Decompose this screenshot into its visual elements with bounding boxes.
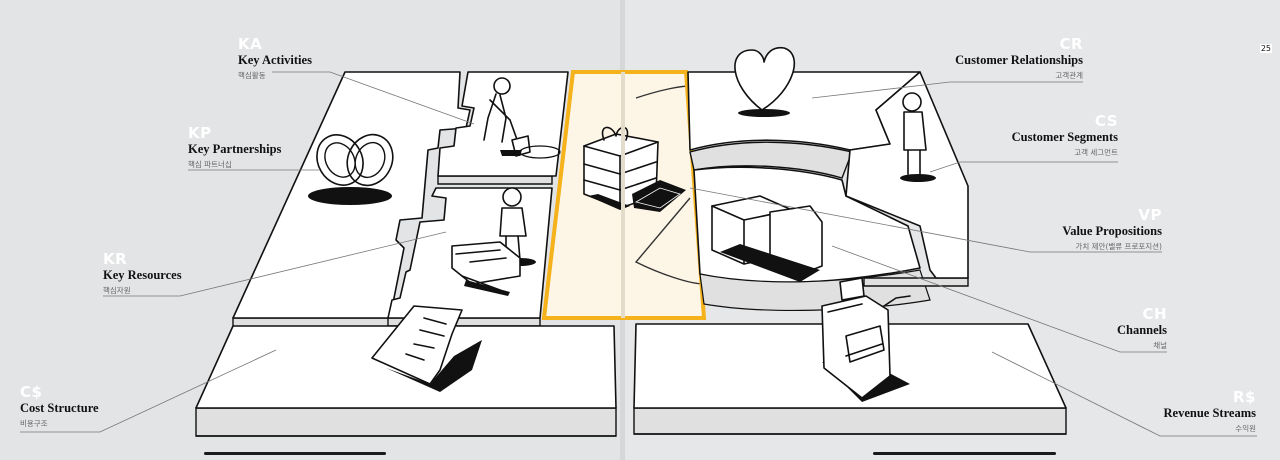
cost-structure-label: C$ Cost Structure 비용구조 xyxy=(20,384,99,429)
channels-code: CH xyxy=(1142,305,1167,323)
cost-structure-title: Cost Structure xyxy=(20,401,99,415)
value-propositions-title: Value Propositions xyxy=(1062,224,1162,238)
customer-segments-korean: 고객 세그먼트 xyxy=(1074,148,1118,157)
key-partnerships-label: KP Key Partnerships 핵심 파트너십 xyxy=(188,125,281,170)
key-activities-korean: 핵심활동 xyxy=(238,71,266,80)
key-partnerships-block xyxy=(232,71,471,329)
customer-relationships-label: CR Customer Relationships 고객관계 xyxy=(955,36,1083,81)
revenue-streams-korean: 수익원 xyxy=(1235,424,1256,433)
cost-structure-code: C$ xyxy=(20,383,43,401)
customer-relationships-korean: 고객관계 xyxy=(1055,71,1083,80)
key-partnerships-title: Key Partnerships xyxy=(188,142,282,156)
customer-segments-label: CS Customer Segments 고객 세그먼트 xyxy=(1012,113,1118,158)
key-activities-title: Key Activities xyxy=(238,53,312,67)
key-resources-title: Key Resources xyxy=(103,268,182,282)
value-propositions-korean: 가치 제안(밸류 프로포지션) xyxy=(1075,242,1162,251)
left-scrollbar[interactable] xyxy=(204,452,386,455)
key-partnerships-code: KP xyxy=(188,124,212,142)
value-propositions-code: VP xyxy=(1138,206,1162,224)
customer-segments-title: Customer Segments xyxy=(1011,130,1118,144)
key-resources-label: KR Key Resources 핵심자원 xyxy=(103,251,182,296)
customer-relationships-code: CR xyxy=(1059,35,1083,53)
revenue-streams-block xyxy=(633,277,1067,435)
page-number: 25 xyxy=(1259,44,1272,53)
cost-structure-korean: 비용구조 xyxy=(20,419,48,428)
channels-label: CH Channels 채널 xyxy=(1117,306,1167,351)
cost-structure-block xyxy=(195,305,617,437)
revenue-streams-label: R$ Revenue Streams 수익원 xyxy=(1164,389,1256,434)
channels-korean: 채널 xyxy=(1153,341,1167,350)
value-propositions-label: VP Value Propositions 가치 제안(밸류 프로포지션) xyxy=(1062,207,1162,252)
key-partnerships-korean: 핵심 파트너십 xyxy=(188,160,232,169)
customer-segments-code: CS xyxy=(1094,112,1118,130)
key-activities-label: KA Key Activities 핵심활동 xyxy=(238,36,312,81)
revenue-streams-title: Revenue Streams xyxy=(1163,406,1256,420)
customer-relationships-title: Customer Relationships xyxy=(955,53,1083,67)
revenue-streams-code: R$ xyxy=(1233,388,1256,406)
right-scrollbar[interactable] xyxy=(873,452,1056,455)
value-propositions-block xyxy=(541,70,707,320)
channels-title: Channels xyxy=(1116,323,1167,337)
key-activities-code: KA xyxy=(238,35,263,53)
key-activities-block xyxy=(437,71,569,185)
key-resources-korean: 핵심자원 xyxy=(103,286,131,295)
key-resources-code: KR xyxy=(103,250,128,268)
leader-lines xyxy=(20,71,1257,437)
customer-segments-block xyxy=(845,71,969,287)
